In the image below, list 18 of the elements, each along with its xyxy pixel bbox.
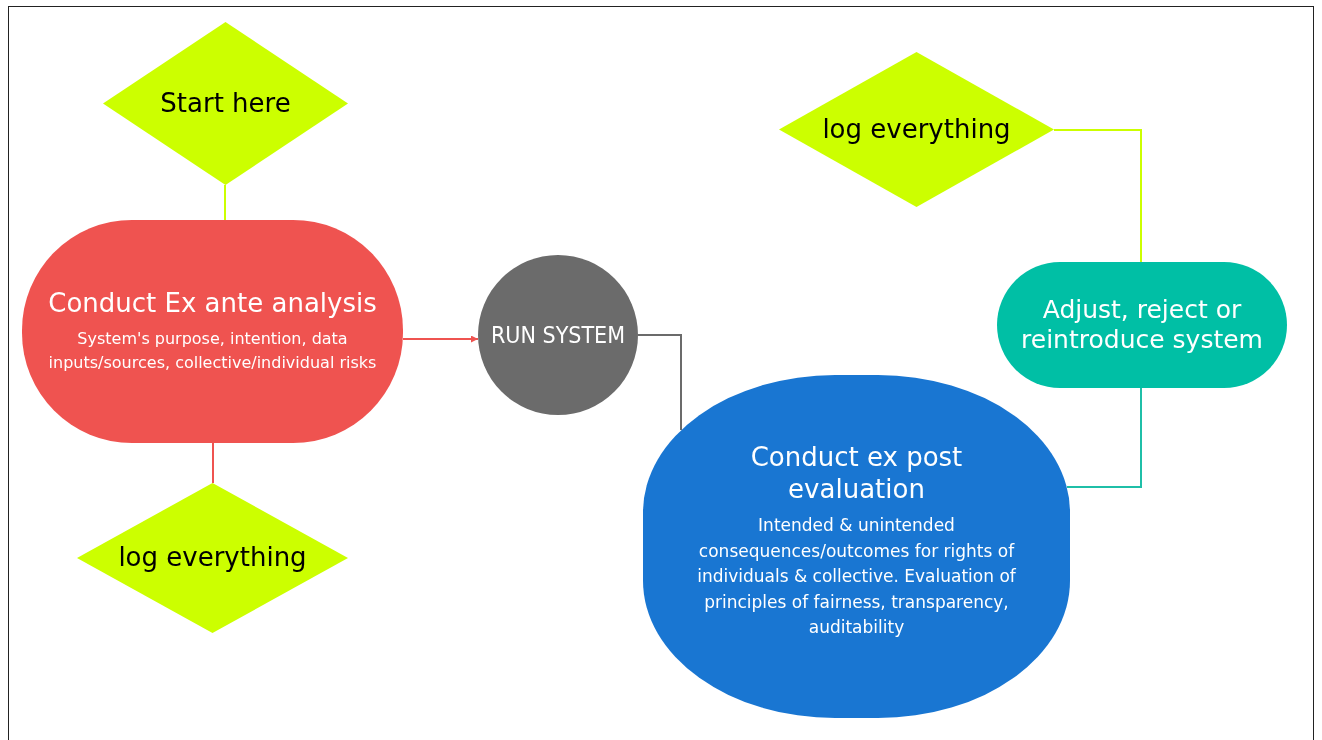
- node-title: RUN SYSTEM: [490, 320, 625, 349]
- decision-diamond: [77, 483, 348, 633]
- node-title: Start here: [160, 87, 291, 120]
- node-title: Conduct Ex ante analysis: [48, 287, 377, 320]
- connector-line: [212, 442, 214, 484]
- node-description: System's purpose, intention, data inputs/sources, collective/individual risks: [47, 328, 378, 375]
- node-title: Adjust, reject or reintroduce system: [1020, 294, 1264, 356]
- node-title: log everything: [822, 113, 1011, 146]
- node-title: Conduct ex post evaluation: [749, 442, 964, 506]
- connector-line: [224, 184, 226, 221]
- node-title: log everything: [118, 542, 307, 574]
- connector-line: [1053, 129, 1142, 263]
- decision-diamond: [779, 52, 1054, 207]
- arrow: [402, 335, 479, 343]
- node-description: Intended & unintended consequences/outcomes for rights of individuals & collective. Evaluation of principles of fairness, transparency, auditability: [696, 514, 1017, 640]
- connector-line: [1066, 387, 1142, 488]
- decision-diamond: [103, 22, 348, 185]
- connector-line: [637, 334, 682, 431]
